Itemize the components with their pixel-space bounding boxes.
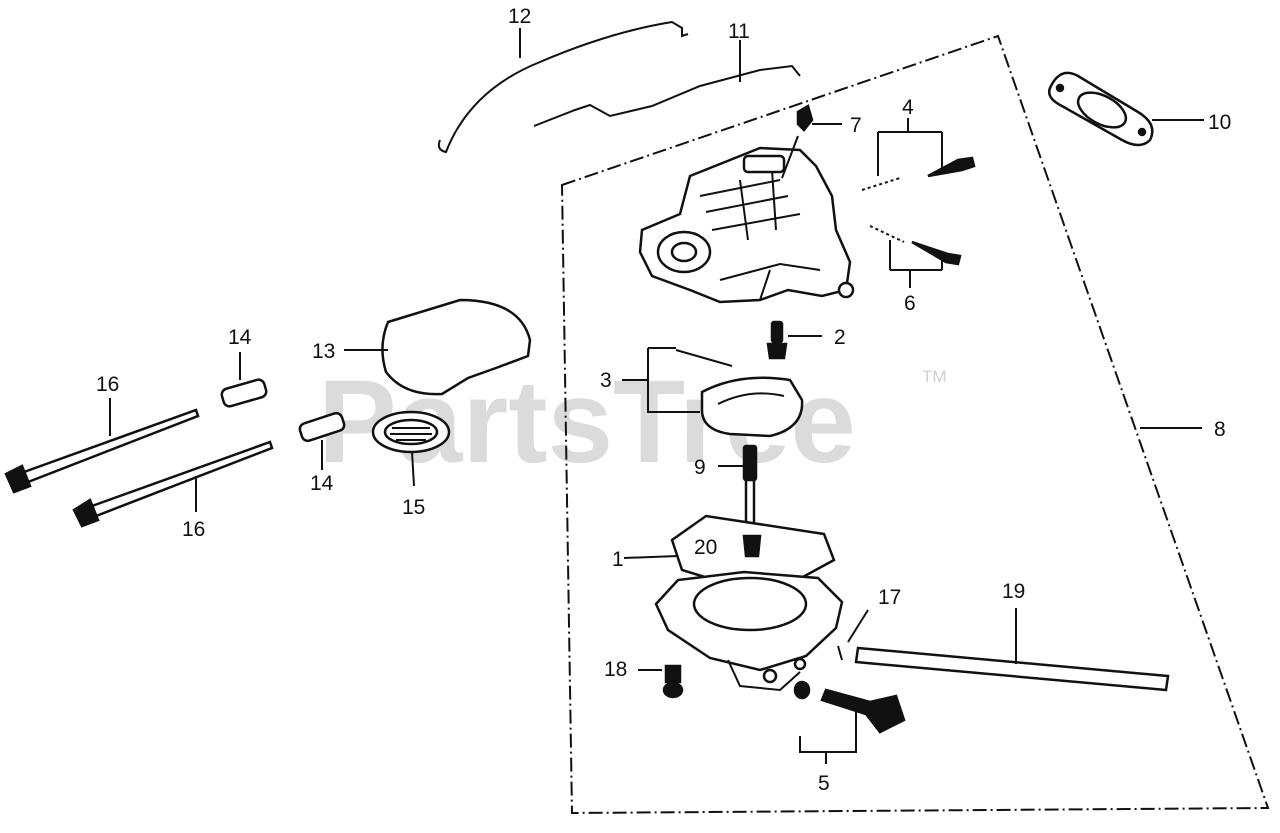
callout-12: 12 [508,5,531,28]
watermark-trademark: TM [922,367,947,386]
callout-13: 13 [312,340,335,363]
callout-9: 9 [694,456,706,479]
part-16-bolt-upper [4,408,200,494]
part-3-float [675,349,804,438]
part-14-spacer-upper [220,378,268,408]
part-20-jet [742,534,762,558]
callout-16-upper: 16 [96,373,119,396]
callout-19: 19 [1002,580,1025,603]
part-6-screws [869,225,962,266]
part-15-element [371,410,451,454]
part-5-drain-screw [793,680,906,734]
callout-7: 7 [850,114,862,137]
callout-16-lower: 16 [182,518,205,541]
part-14-spacer-lower [298,411,346,443]
callout-20: 20 [694,536,717,559]
callout-15: 15 [402,496,425,519]
part-12-rod [437,20,689,154]
part-19-hose [854,646,1170,692]
callout-5: 5 [818,772,830,795]
callout-14-lower: 14 [310,472,334,495]
callout-17: 17 [878,586,901,609]
callout-18: 18 [604,658,627,681]
part-7-screw [796,104,814,132]
callout-6: 6 [904,292,916,315]
part-18-screw [662,664,684,699]
callout-11: 11 [728,20,750,43]
part-16-bolt-lower [72,440,274,528]
assembly-boundary [560,34,1270,815]
part-10-gasket [1048,71,1154,147]
carburetor-body [638,146,855,304]
part-4-screws [861,156,976,191]
leader-lines [109,28,1204,764]
part-9-needle [742,444,758,526]
callout-10: 10 [1208,111,1231,134]
callout-4: 4 [902,96,914,119]
callout-14-upper: 14 [228,326,252,349]
part-13-cover [381,298,532,396]
callout-3: 3 [600,369,612,392]
part-17-clip [837,645,843,661]
callout-2: 2 [834,326,846,349]
part-2-jet [766,320,788,360]
float-bowl [654,570,844,692]
part-11-rod [533,64,801,127]
callout-8: 8 [1214,418,1226,441]
callout-1: 1 [612,548,624,571]
